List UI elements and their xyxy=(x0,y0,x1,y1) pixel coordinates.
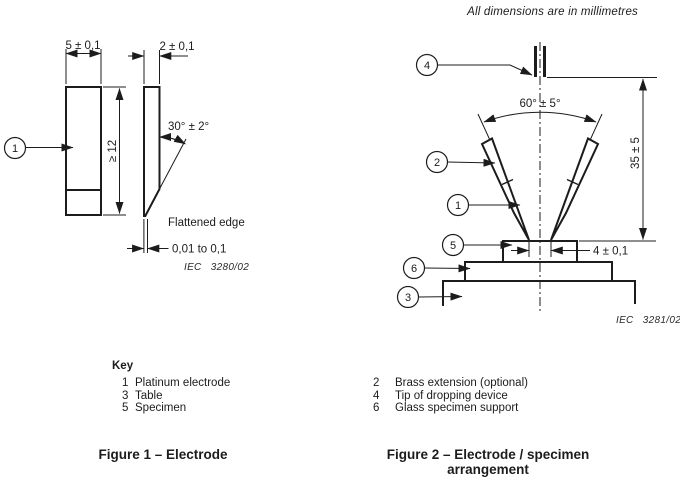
callout2-circle xyxy=(425,150,449,174)
callout1-circle xyxy=(3,136,27,160)
callout2-number: 2 xyxy=(434,157,440,169)
key-num: 6 xyxy=(373,402,380,415)
table-outline xyxy=(442,280,636,306)
fig2-iec-reference: IEC 3281/02 xyxy=(616,315,680,326)
dim-thickness-label: 2 ± 0,1 xyxy=(159,41,194,53)
dim-height-label: 35 ± 5 xyxy=(630,137,642,169)
callout6-leader xyxy=(424,264,471,273)
angle-arc-60 xyxy=(483,111,597,123)
figure1-diagram: 5 ± 0,1 2 ± 0,1 ≥ 12 30° ± 2° Fla xyxy=(3,40,249,273)
electrode-side-view xyxy=(143,86,161,217)
key-title: Key xyxy=(112,360,134,372)
key-row: 1 Platinum electrode 2 Brass extension (… xyxy=(112,377,652,390)
dim-thickness xyxy=(128,50,188,84)
fig1-iec-reference: IEC 3280/02 xyxy=(184,262,249,273)
angle-arc xyxy=(159,133,186,145)
callout1-circle xyxy=(446,193,470,217)
key-num: 5 xyxy=(122,402,129,415)
dim-flat-label: 0,01 to 0,1 xyxy=(172,244,226,256)
key-label: Platinum electrode xyxy=(135,377,231,389)
figure2-diagram: 60° ± 5° 35 ± 5 4 ± 0,1 xyxy=(396,42,680,326)
glass-support xyxy=(464,261,613,282)
dim-width xyxy=(65,49,102,84)
callout3-circle xyxy=(396,285,420,309)
key-row: 3 Table 4 Tip of dropping device xyxy=(112,390,652,403)
key-section: Key 1 Platinum electrode 2 Brass extensi… xyxy=(112,360,652,415)
callout2-leader xyxy=(447,158,496,167)
figure1-caption: Figure 1 – Electrode xyxy=(98,447,228,462)
key-num: 3 xyxy=(122,389,129,402)
callout1-number: 1 xyxy=(455,200,461,212)
dim-angle60-label: 60° ± 5° xyxy=(519,98,560,110)
dim-gap xyxy=(511,242,590,257)
electrode-front-view xyxy=(65,86,102,216)
callout3-number: 3 xyxy=(405,292,411,304)
dim-length-label: ≥ 12 xyxy=(107,140,119,162)
right-electrode-joint xyxy=(566,178,579,186)
callout1-number: 1 xyxy=(12,143,18,155)
figure2-caption-line1: Figure 2 – Electrode / specimen xyxy=(386,447,590,462)
angle-reference-line xyxy=(159,138,187,190)
callout6-circle xyxy=(402,256,426,280)
callout3-leader xyxy=(418,292,463,301)
flattened-edge-label: Flattened edge xyxy=(168,217,245,229)
key-num: 2 xyxy=(373,377,380,389)
key-label: Glass specimen support xyxy=(395,402,519,415)
callout4-circle xyxy=(415,53,439,77)
key-num: 1 xyxy=(122,377,129,389)
dim-flattened-edge xyxy=(127,219,169,253)
key-label: Table xyxy=(135,389,163,402)
dim-length xyxy=(103,86,126,216)
dim-width-label: 5 ± 0,1 xyxy=(65,40,100,52)
dim-height xyxy=(547,77,657,242)
key-label: Specimen xyxy=(135,402,187,415)
dim-gap-label: 4 ± 0,1 xyxy=(593,246,628,258)
callout5-number: 5 xyxy=(450,240,456,252)
key-label: Brass extension (optional) xyxy=(395,377,528,389)
left-electrode xyxy=(480,137,530,241)
callout4-leader xyxy=(437,64,533,76)
figure2-caption: Figure 2 – Electrode / specimen arrangem… xyxy=(358,447,618,477)
left-electrode-joint xyxy=(501,178,514,186)
callout5-circle xyxy=(441,233,465,257)
right-electrode xyxy=(550,137,600,241)
key-label: Tip of dropping device xyxy=(395,389,508,402)
key-row: 5 Specimen 6 Glass specimen support xyxy=(112,402,652,415)
dimensions-note: All dimensions are in millimetres xyxy=(467,6,638,18)
callout4-number: 4 xyxy=(424,60,430,72)
key-num: 4 xyxy=(373,389,380,402)
figure2-caption-line2: arrangement xyxy=(447,461,529,477)
callout6-number: 6 xyxy=(411,263,417,275)
dropping-device-tip xyxy=(534,46,546,77)
dim-angle-label: 30° ± 2° xyxy=(168,121,209,133)
